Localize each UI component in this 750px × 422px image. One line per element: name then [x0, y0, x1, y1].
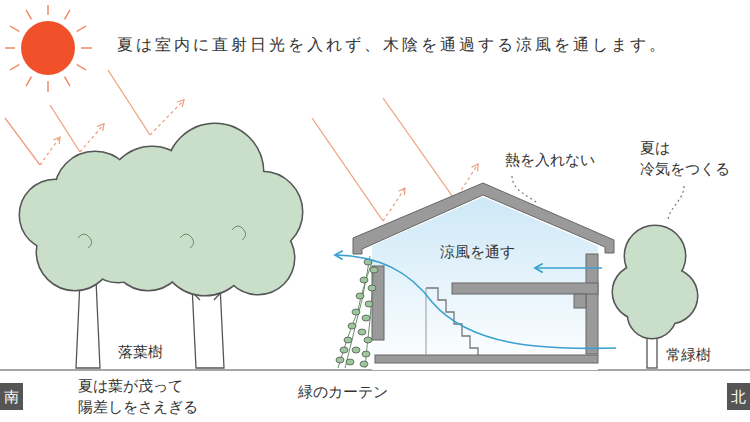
sunlight-ray: [50, 105, 80, 152]
label: 常緑樹: [666, 345, 711, 366]
reflected-ray: [383, 188, 405, 221]
sun-ray: [77, 65, 86, 71]
sun-ray: [5, 47, 15, 48]
canopy-fill: [20, 124, 302, 295]
tree-trunk: [76, 280, 100, 368]
sun-ray: [65, 77, 71, 86]
sunlight-ray: [312, 118, 383, 221]
sun-ray: [77, 26, 86, 32]
sun-ray: [47, 81, 48, 92]
direction-label: 北: [731, 388, 746, 406]
direction-box: 南: [0, 383, 23, 410]
label: 熱を入れない: [505, 150, 595, 171]
sunlight-ray: [383, 98, 455, 200]
sun-ray: [81, 47, 92, 48]
floor-slab: [452, 283, 598, 294]
stairs: [426, 288, 478, 355]
wall: [372, 266, 384, 340]
sun-disc: [21, 21, 75, 75]
reflected-ray: [80, 124, 104, 152]
reflected-ray: [150, 100, 184, 135]
label: 涼風を通す: [440, 242, 515, 263]
direction-box: 北: [727, 383, 750, 410]
canopy-outline: [20, 124, 302, 295]
beam: [574, 294, 586, 308]
sun-ray: [26, 77, 32, 86]
deciduous-trees: [20, 124, 302, 368]
canopy-fill: [613, 226, 697, 338]
label: 落葉樹: [118, 342, 163, 363]
stair-rail: [426, 288, 427, 355]
title: 夏は室内に直射日光を入れず、木陰を通過する涼風を通します。: [117, 34, 668, 55]
label: 緑のカーテン: [298, 382, 388, 403]
leader-line: [512, 176, 536, 202]
sunlight-ray: [108, 70, 150, 135]
vine-stems: [338, 256, 374, 368]
vine-leaves: [336, 259, 378, 367]
canopy-details: [78, 226, 246, 248]
sun: [5, 5, 92, 92]
label: 夏は 冷気をつくる: [640, 138, 740, 180]
canopy-outline: [613, 226, 697, 338]
breeze: [335, 255, 616, 348]
leader-line: [668, 186, 684, 220]
wall: [586, 254, 598, 354]
leader-lines: [512, 176, 684, 220]
sunlight-ray: [5, 118, 40, 165]
sun-ray: [10, 65, 19, 71]
floor-slab: [375, 355, 598, 363]
sun-rays: [5, 5, 92, 92]
direction-label: 南: [4, 388, 19, 406]
house: [353, 183, 614, 370]
sun-ray: [65, 10, 71, 19]
label: 夏は葉が茂って 陽差しをさえぎる: [78, 376, 208, 418]
sun-ray: [10, 26, 19, 32]
sun-ray: [26, 10, 32, 19]
breeze-arrow: [535, 267, 602, 269]
green-curtain: [336, 256, 378, 368]
sun-ray: [47, 5, 48, 15]
breeze-arrow: [335, 255, 616, 348]
reflected-ray: [40, 137, 60, 165]
